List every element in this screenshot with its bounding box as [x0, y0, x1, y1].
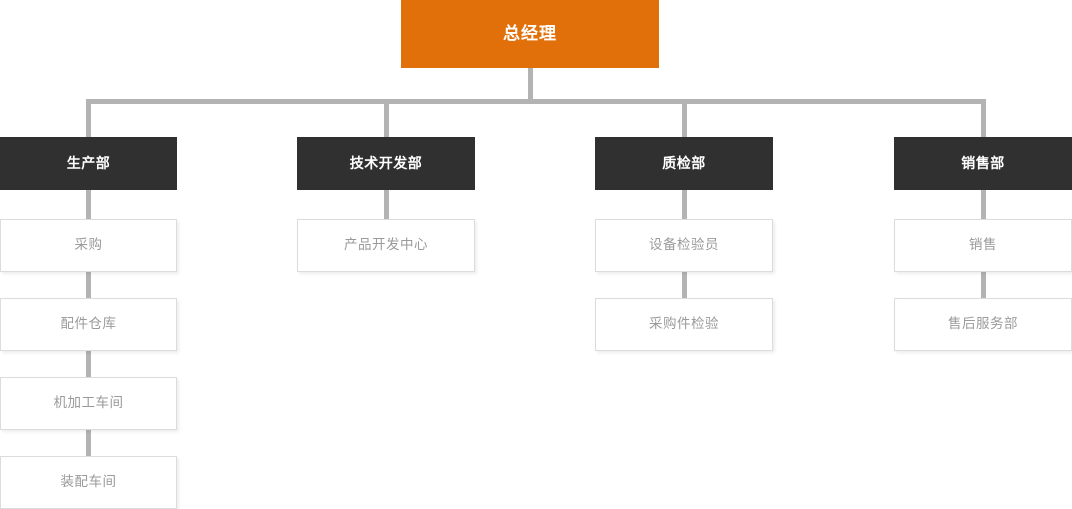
connector-col1-link-2 [86, 271, 91, 300]
node-unit-label: 机加工车间 [53, 395, 124, 411]
node-unit-1-3[interactable]: 机加工车间 [0, 377, 177, 430]
connector-col2-link-1 [384, 189, 389, 221]
node-unit-label: 采购 [74, 237, 103, 253]
node-unit-3-2[interactable]: 采购件检验 [595, 298, 773, 351]
node-department-2[interactable]: 技术开发部 [297, 137, 475, 190]
connector-col4-link-1 [981, 189, 986, 221]
node-unit-label: 装配车间 [60, 474, 117, 490]
node-unit-4-2[interactable]: 售后服务部 [894, 298, 1072, 351]
node-unit-label: 设备检验员 [649, 237, 719, 253]
node-unit-2-1[interactable]: 产品开发中心 [297, 219, 475, 272]
node-unit-1-2[interactable]: 配件仓库 [0, 298, 177, 351]
node-unit-label: 配件仓库 [60, 316, 117, 332]
node-unit-label: 采购件检验 [649, 316, 719, 332]
connector-bus-to-dept-2 [384, 101, 389, 139]
connector-col1-link-4 [86, 429, 91, 458]
connector-bus-to-dept-1 [86, 101, 91, 139]
node-department-4[interactable]: 销售部 [894, 137, 1072, 190]
connector-col3-link-2 [682, 271, 687, 300]
node-department-1[interactable]: 生产部 [0, 137, 177, 190]
node-unit-1-4[interactable]: 装配车间 [0, 456, 177, 509]
node-root-label: 总经理 [503, 23, 557, 43]
node-department-label: 销售部 [961, 155, 1005, 172]
connector-root-stem [528, 68, 533, 103]
connector-col1-link-1 [86, 189, 91, 221]
node-department-label: 技术开发部 [349, 155, 423, 172]
connector-horizontal-bus [86, 99, 986, 104]
node-unit-3-1[interactable]: 设备检验员 [595, 219, 773, 272]
node-root-general-manager[interactable]: 总经理 [401, 0, 659, 68]
node-unit-4-1[interactable]: 销售 [894, 219, 1072, 272]
node-department-3[interactable]: 质检部 [595, 137, 773, 190]
connector-col3-link-1 [682, 189, 687, 221]
connector-bus-to-dept-4 [981, 101, 986, 139]
connector-col4-link-2 [981, 271, 986, 300]
node-unit-label: 售后服务部 [948, 316, 1018, 332]
node-unit-1-1[interactable]: 采购 [0, 219, 177, 272]
node-unit-label: 销售 [969, 237, 997, 253]
node-department-label: 生产部 [66, 155, 111, 172]
connector-col1-link-3 [86, 350, 91, 379]
connector-bus-to-dept-3 [682, 101, 687, 139]
node-department-label: 质检部 [662, 155, 706, 172]
node-unit-label: 产品开发中心 [344, 237, 428, 253]
